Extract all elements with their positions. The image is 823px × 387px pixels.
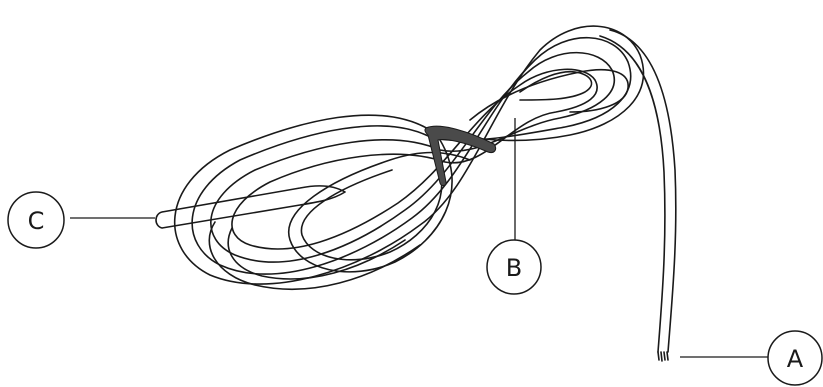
- sensor-probe: [155, 185, 346, 229]
- cable-loop-outer: [173, 25, 645, 285]
- callout-a-circle: [767, 330, 823, 386]
- callout-b: B: [486, 239, 542, 295]
- callout-b-label: B: [506, 254, 522, 282]
- cable-loop-lower: [208, 221, 421, 291]
- cable-loop-2: [191, 36, 632, 275]
- callout-a: A: [767, 330, 823, 386]
- callout-c: C: [7, 191, 65, 249]
- cable-loop-4: [231, 68, 598, 250]
- cable-loop-inner-left: [287, 139, 471, 273]
- callout-c-circle: [7, 191, 65, 249]
- callout-b-circle: [486, 239, 542, 295]
- coiled-cable: [155, 25, 677, 362]
- cable-tail: [609, 29, 677, 353]
- cable-tie: [424, 125, 497, 186]
- cable-flat-section: [519, 70, 593, 101]
- cable-loop-inner-right: [469, 68, 629, 121]
- stripped-wire-ends: [657, 351, 669, 362]
- cable-loop-lower-2: [227, 227, 406, 280]
- callout-c-label: C: [28, 207, 45, 235]
- cable-tail-2: [599, 35, 666, 353]
- callout-a-label: A: [787, 345, 804, 373]
